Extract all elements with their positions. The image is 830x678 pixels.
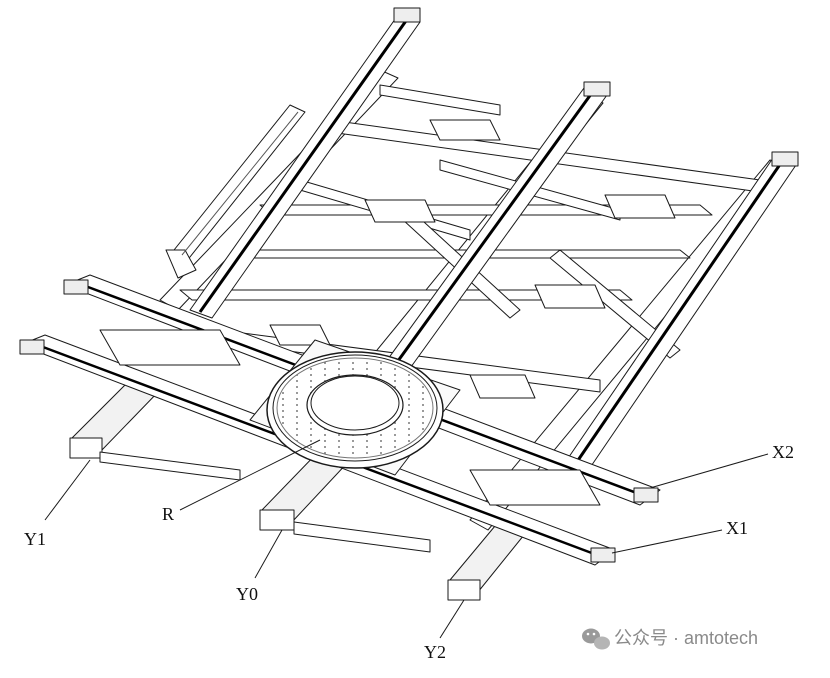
stage-plate-right <box>469 469 601 506</box>
y-gantry-beam-left <box>189 7 421 319</box>
stage-plate-left <box>99 329 241 366</box>
wechat-icon <box>582 628 610 650</box>
watermark: 公众号 · amtotech <box>582 628 758 650</box>
watermark-text: 公众号 · amtotech <box>614 628 758 648</box>
y-gantry-beam-right <box>559 151 799 479</box>
leader-lines <box>44 439 769 639</box>
cable-carrier <box>165 104 306 279</box>
y0-carriage <box>259 449 431 553</box>
label-y2: Y2 <box>424 642 446 662</box>
y1-carriage <box>69 379 241 481</box>
y-gantry-beam-middle <box>379 81 611 379</box>
label-y0: Y0 <box>236 584 258 604</box>
label-y1: Y1 <box>24 529 46 549</box>
label-x2: X2 <box>772 442 794 462</box>
label-x1: X1 <box>726 518 748 538</box>
label-r: R <box>162 504 174 524</box>
rotary-stage <box>249 339 461 476</box>
